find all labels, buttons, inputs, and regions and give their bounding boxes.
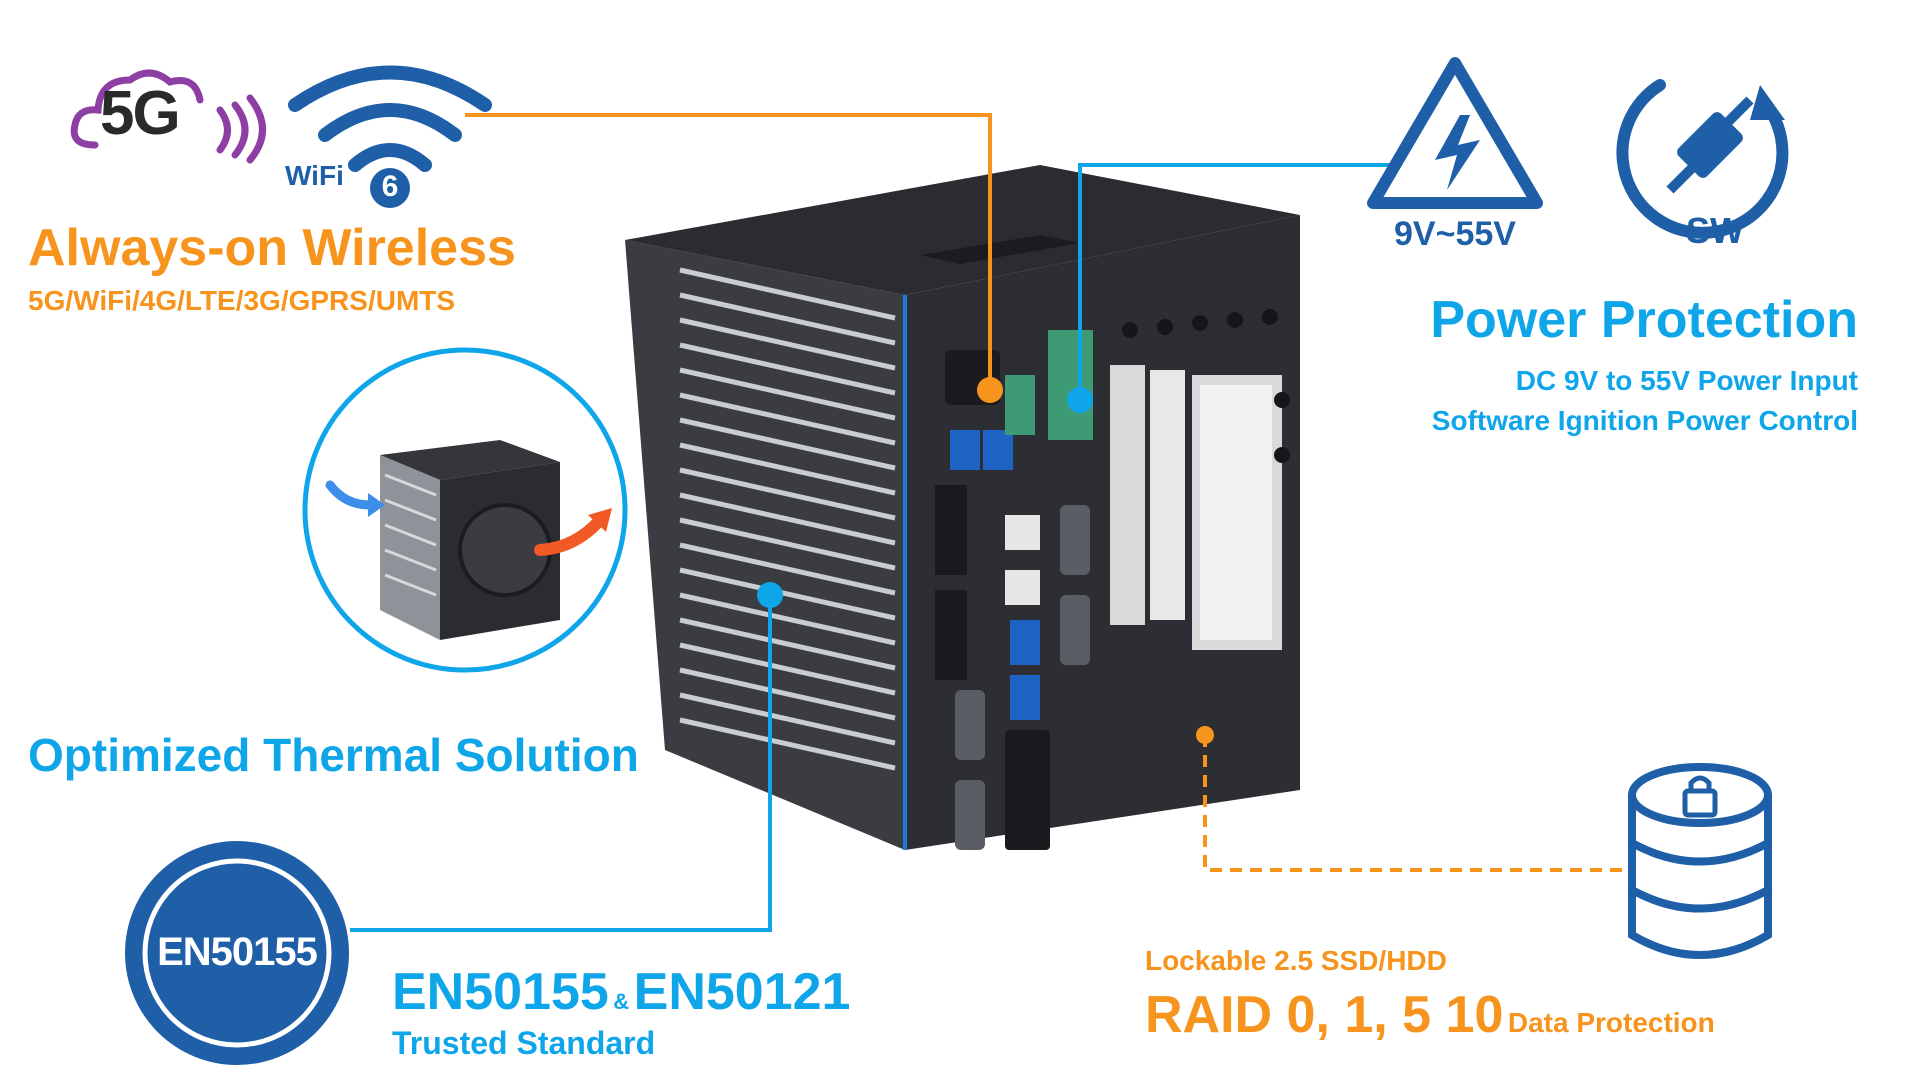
database-lock-icon	[1625, 755, 1775, 970]
wireless-callout-line	[465, 113, 1003, 403]
storage-raid: RAID 0, 1, 5 10 Data Protection	[1145, 985, 1715, 1045]
en-title-amp: &	[613, 989, 630, 1014]
wireless-title: Always-on Wireless	[28, 219, 516, 277]
embedded-pc-chassis	[625, 165, 1300, 850]
raid-levels: RAID 0, 1, 5 10	[1145, 986, 1504, 1044]
wifi-number: 6	[381, 170, 399, 203]
voltage-badge: 9V~55V	[1394, 215, 1516, 253]
en-callout-line	[350, 582, 783, 932]
wifi-label: WiFi	[285, 160, 344, 191]
power-line2: Software Ignition Power Control	[1431, 405, 1858, 436]
raid-suffix: Data Protection	[1507, 1007, 1715, 1038]
thermal-inset	[302, 347, 628, 673]
en-title-b: EN50121	[633, 963, 851, 1021]
power-callout-line	[1067, 163, 1395, 413]
en50155-seal-icon	[122, 838, 352, 1068]
wifi6-icon	[285, 60, 495, 210]
thermal-title: Optimized Thermal Solution	[28, 729, 639, 781]
cloud-5g-icon	[70, 60, 270, 170]
power-plug-sw-icon	[1610, 50, 1810, 250]
sw-badge: SW	[1686, 210, 1744, 251]
badge-5g-text: 5G	[100, 79, 181, 148]
lightning-triangle-icon	[1365, 55, 1545, 215]
power-line1: DC 9V to 55V Power Input	[1515, 365, 1858, 396]
wireless-subtitle: 5G/WiFi/4G/LTE/3G/GPRS/UMTS	[28, 285, 456, 316]
en-subtitle: Trusted Standard	[392, 1025, 656, 1061]
en-title-a: EN50155	[392, 963, 609, 1021]
storage-callout-line	[1196, 726, 1630, 872]
en-title: EN50155 & EN50121	[392, 962, 850, 1022]
storage-line1: Lockable 2.5 SSD/HDD	[1145, 945, 1447, 976]
power-title: Power Protection	[1430, 291, 1858, 349]
en50155-badge-text: EN50155	[157, 930, 318, 974]
